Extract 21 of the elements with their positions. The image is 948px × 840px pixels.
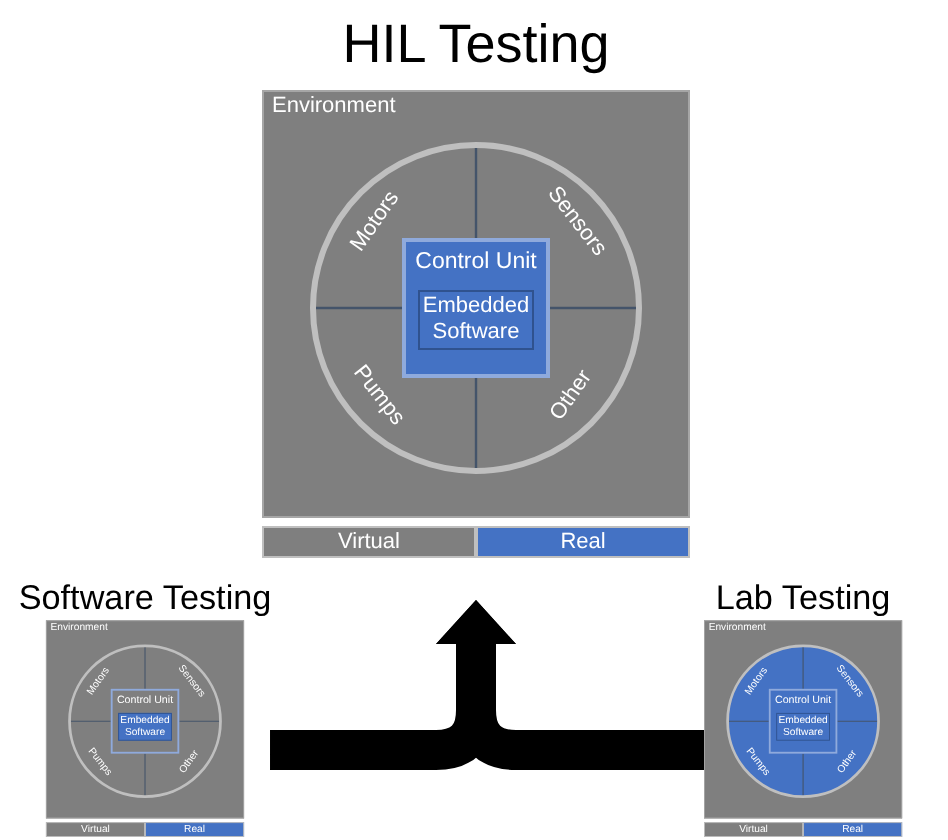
box-label: Environment	[272, 94, 396, 122]
mode-bar	[803, 822, 903, 837]
mode-bar	[476, 526, 690, 558]
bar-label: Virtual	[338, 531, 400, 553]
control-unit-box	[768, 688, 838, 754]
environment-box	[704, 620, 903, 819]
environment-box	[262, 90, 690, 518]
mode-bar	[262, 526, 476, 558]
merge-arrow	[436, 600, 704, 770]
control-unit-box	[402, 238, 550, 378]
panel-title: Software Testing	[18, 580, 272, 615]
bar-label: Real	[560, 531, 606, 553]
mode-bar	[45, 822, 145, 837]
box-label: Embedded Software	[420, 293, 532, 345]
mode-bar	[145, 822, 245, 837]
panel-title: Lab Testing	[715, 580, 891, 615]
environment-box	[45, 620, 245, 819]
box-label: Control Unit	[415, 252, 537, 275]
control-unit-box	[110, 688, 180, 754]
mode-bar	[704, 822, 804, 837]
panel-title: HIL Testing	[342, 18, 610, 72]
